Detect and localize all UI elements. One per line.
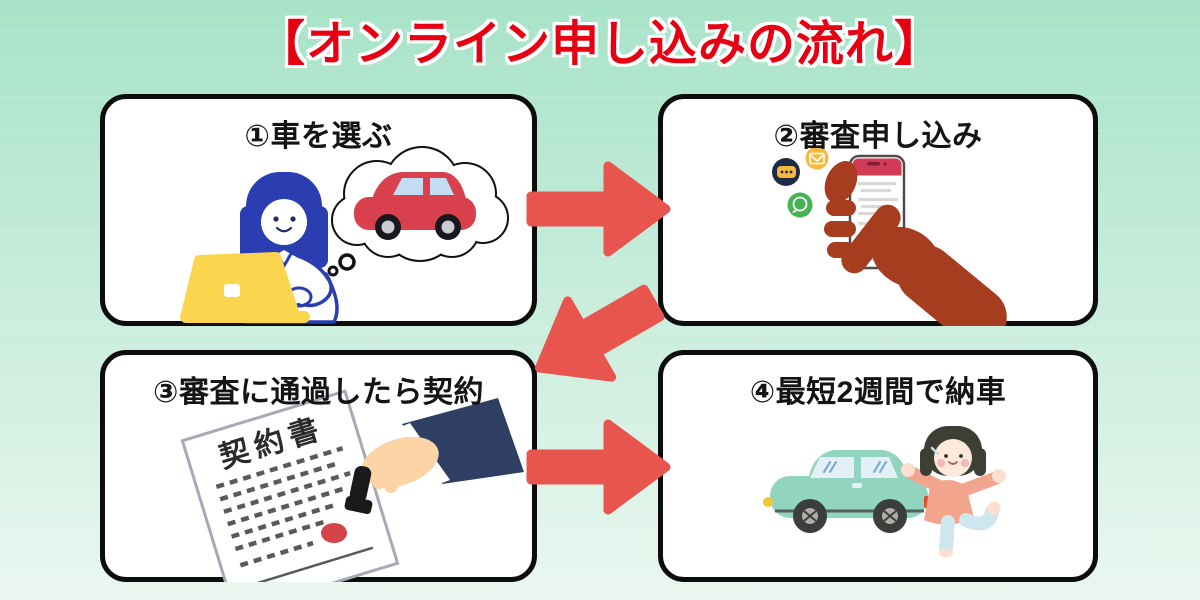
arrow-step3-to-step4-icon — [526, 419, 671, 515]
stamp-mark — [321, 523, 347, 543]
step-card-1: ①車を選ぶ — [100, 94, 537, 326]
whatsapp-app-icon — [787, 192, 813, 218]
red-car-icon — [354, 172, 476, 240]
arrow-step2-to-step3-icon — [534, 284, 665, 382]
step-3-illustration: 契約書 — [180, 389, 524, 582]
step-card-4: ④最短2週間で納車 — [658, 350, 1098, 582]
chat-app-icon — [772, 158, 800, 186]
hand-holding-phone — [824, 160, 1007, 326]
page-title: 【オンライン申し込みの流れ】 — [256, 18, 943, 71]
step-4-illustration — [763, 426, 1006, 558]
contract-paper: 契約書 — [180, 389, 400, 582]
step-2-illustration — [772, 146, 1007, 326]
delivery-car-illustration — [763, 450, 930, 533]
step-1-heading: ①車を選ぶ — [244, 120, 393, 153]
step-2-heading: ②審査申し込み — [773, 120, 983, 153]
step-3-heading: ③審査に通過したら契約 — [153, 376, 484, 409]
laptop-icon — [180, 252, 310, 323]
hanko-stamp-icon — [344, 466, 373, 515]
happy-person-illustration — [901, 426, 1006, 558]
arrow-step1-to-step2-icon — [526, 161, 671, 257]
contract-stamp-hand — [344, 398, 524, 515]
mail-app-icon — [805, 146, 829, 170]
step-1-illustration — [180, 146, 509, 324]
step-4-heading: ④最短2週間で納車 — [749, 376, 1007, 409]
step-card-2: ②審査申し込み — [658, 94, 1098, 326]
step-card-3: ③審査に通過したら契約 契約書 — [100, 350, 537, 582]
